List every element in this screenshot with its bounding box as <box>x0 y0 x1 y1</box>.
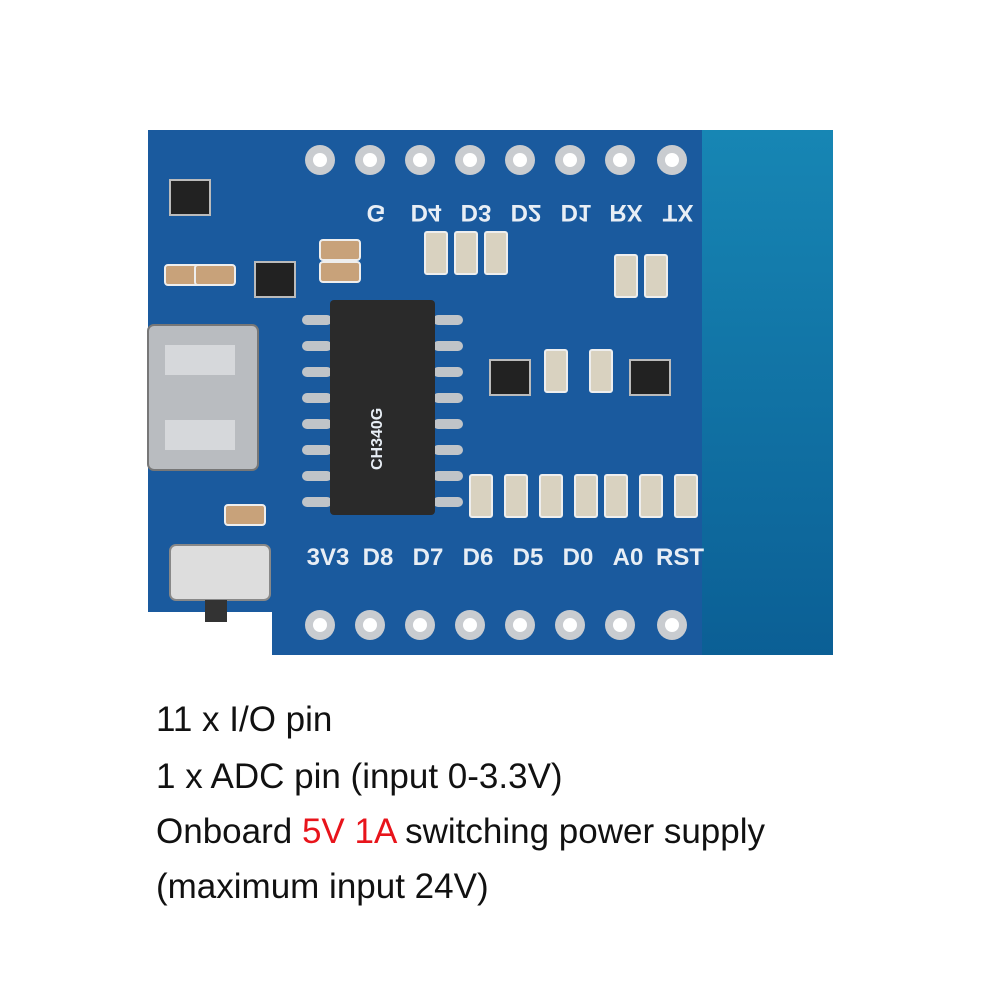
header-pin-hole <box>555 610 585 640</box>
bottom-pin-label: D6 <box>463 544 494 571</box>
transistor <box>169 179 211 216</box>
smd-resistor <box>574 474 598 518</box>
smd-resistor <box>484 231 508 275</box>
header-pin-hole <box>657 145 687 175</box>
transistor <box>629 359 671 396</box>
power-prefix: Onboard <box>156 812 293 851</box>
smd-capacitor <box>319 261 361 283</box>
top-pin-label: D2 <box>511 199 542 226</box>
header-pin-hole <box>355 145 385 175</box>
feature-io-pins: 11 x I/O pin <box>156 700 333 739</box>
smd-resistor <box>639 474 663 518</box>
header-pin-hole <box>305 145 335 175</box>
top-pin-label: D4 <box>411 199 442 226</box>
smd-capacitor <box>194 264 236 286</box>
top-pin-label: TX <box>663 199 694 226</box>
header-pin-hole <box>405 610 435 640</box>
smd-resistor <box>539 474 563 518</box>
header-pin-hole <box>455 145 485 175</box>
smd-resistor <box>644 254 668 298</box>
transistor <box>489 359 531 396</box>
bottom-pin-label: D5 <box>513 544 544 571</box>
smd-resistor <box>674 474 698 518</box>
smd-capacitor <box>224 504 266 526</box>
bottom-pin-label: D8 <box>363 544 394 571</box>
smd-resistor <box>504 474 528 518</box>
header-pin-hole <box>505 610 535 640</box>
smd-resistor <box>454 231 478 275</box>
bottom-pin-label: D0 <box>563 544 594 571</box>
ch340g-chip: CH340G <box>302 300 463 515</box>
top-pin-label: D1 <box>561 199 592 226</box>
chip-label: CH340G <box>369 408 386 470</box>
header-pin-hole <box>605 610 635 640</box>
header-pin-hole <box>555 145 585 175</box>
power-highlight: 5V 1A <box>301 812 396 851</box>
transistor <box>254 261 296 298</box>
smd-resistor <box>424 231 448 275</box>
power-suffix: switching power supply <box>405 812 766 851</box>
header-pin-hole <box>355 610 385 640</box>
top-pin-label: G <box>367 199 386 226</box>
smd-resistor <box>589 349 613 393</box>
feature-power-supply: Onboard 5V 1A switching power supply <box>156 812 765 852</box>
reset-button <box>169 544 271 601</box>
bottom-pin-label: 3V3 <box>307 544 350 571</box>
bottom-pin-label: D7 <box>413 544 444 571</box>
smd-resistor <box>469 474 493 518</box>
bottom-pin-label: A0 <box>613 544 644 571</box>
header-pin-hole <box>657 610 687 640</box>
feature-adc-pin: 1 x ADC pin (input 0-3.3V) <box>156 757 563 796</box>
antenna-area <box>702 130 833 655</box>
smd-resistor <box>604 474 628 518</box>
top-pin-label: RX <box>609 199 642 226</box>
top-pin-label: D3 <box>461 199 492 226</box>
smd-resistor <box>544 349 568 393</box>
smd-resistor <box>614 254 638 298</box>
smd-capacitor <box>319 239 361 261</box>
header-pin-hole <box>505 145 535 175</box>
feature-max-input: (maximum input 24V) <box>156 867 489 906</box>
header-pin-hole <box>455 610 485 640</box>
header-pin-hole <box>405 145 435 175</box>
bottom-pin-label: RST <box>656 544 704 571</box>
header-pin-hole <box>605 145 635 175</box>
header-pin-hole <box>305 610 335 640</box>
